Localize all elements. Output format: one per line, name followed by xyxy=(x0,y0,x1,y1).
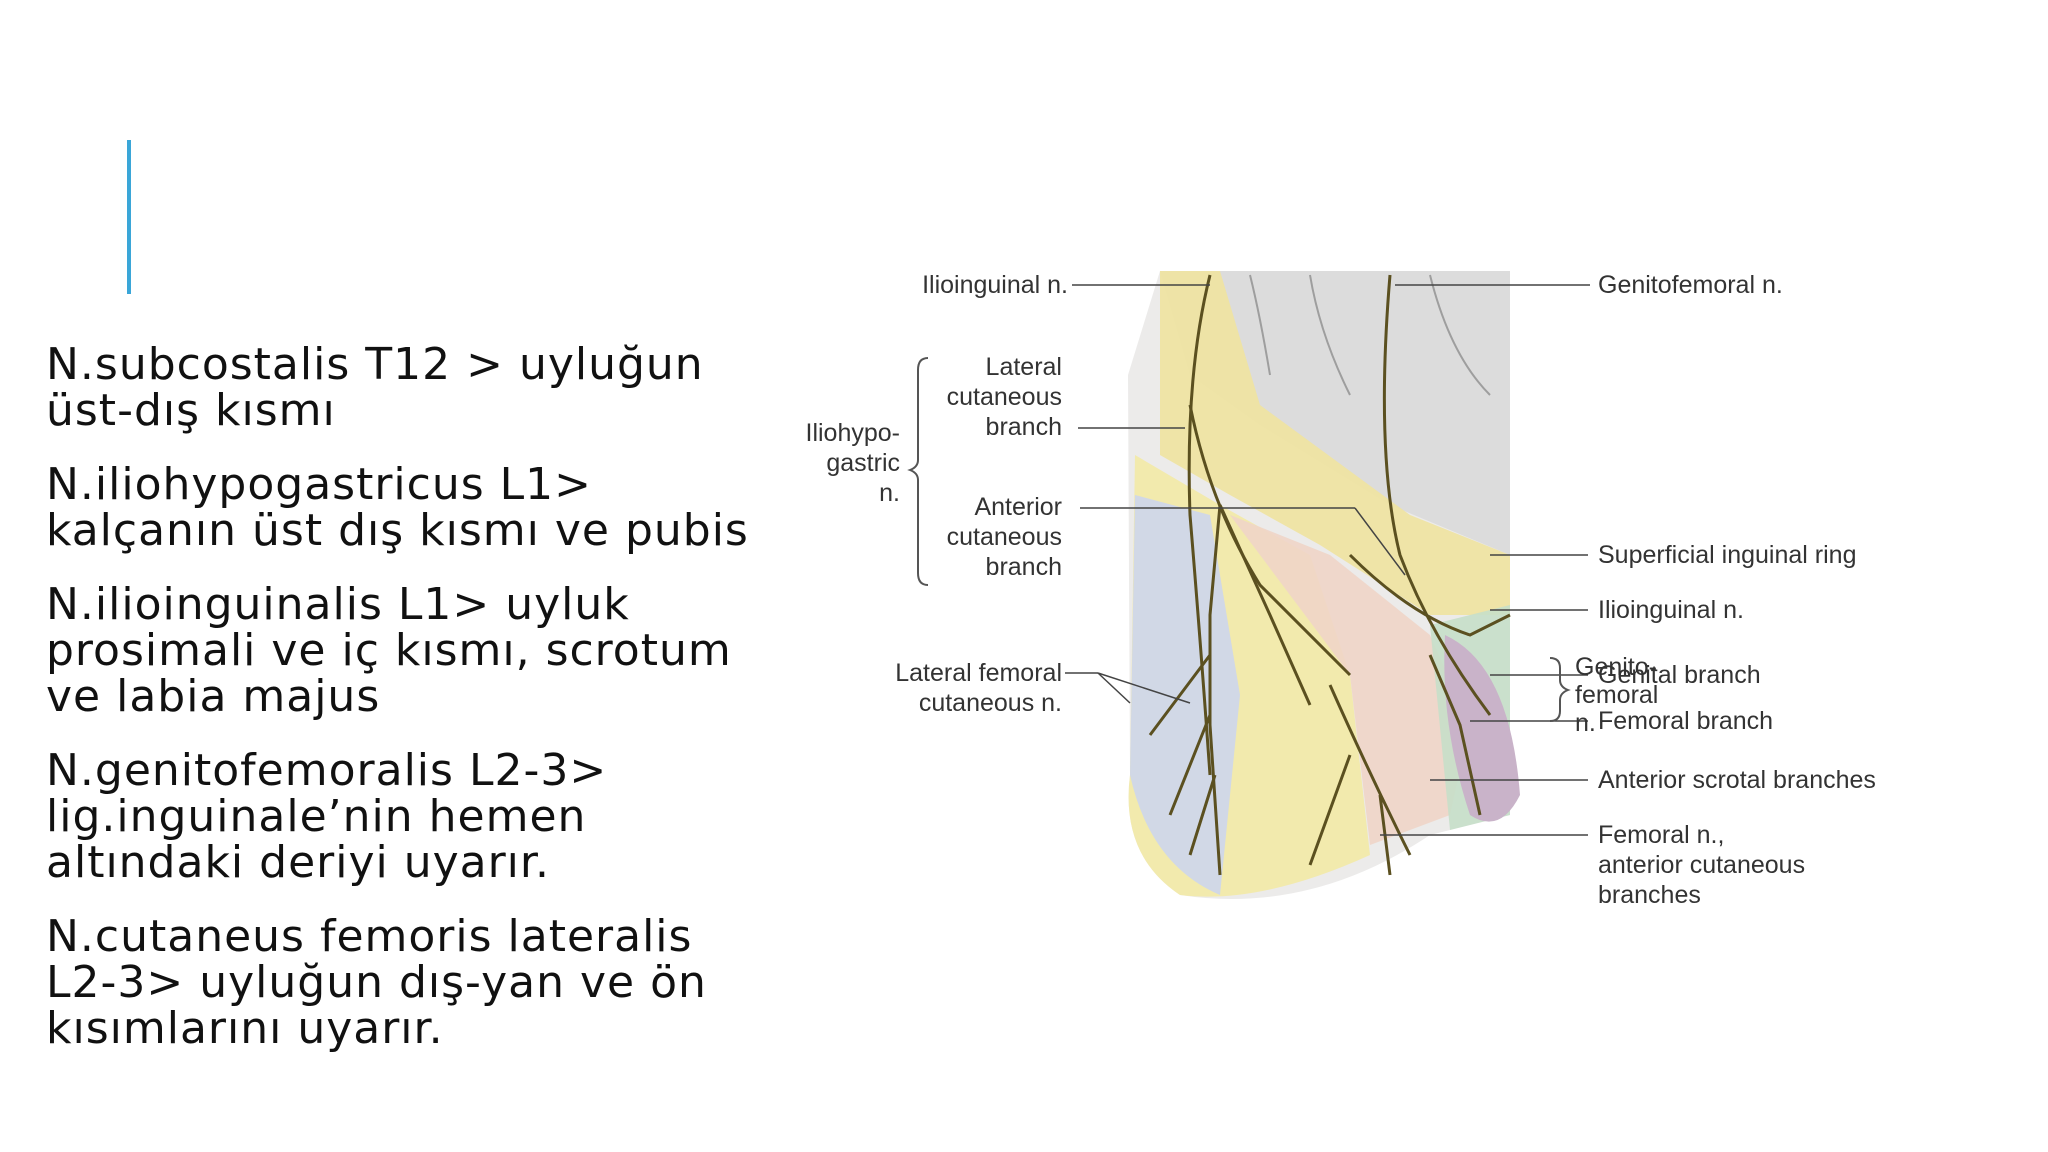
nerve-illustration: Ilioinguinal n. Genitofemoral n. Lateral… xyxy=(806,271,1876,909)
bullet-ilioinguinalis: N.ilioinguinalis L1> uyluk prosimali ve … xyxy=(46,582,766,720)
label-genitofemoral-group-1: Genito- xyxy=(1575,653,1657,681)
bullet-line: ve labia majus xyxy=(46,671,381,722)
label-ilioinguinal-top: Ilioinguinal n. xyxy=(922,271,1068,299)
bullet-list: N.subcostalis T12 > uyluğun üst-dış kısm… xyxy=(46,342,766,1080)
bullet-line: N.genitofemoralis L2-3> xyxy=(46,745,608,796)
bullet-line: N.ilioinguinalis L1> uyluk xyxy=(46,579,630,630)
bullet-line: prosimali ve iç kısmı, scrotum xyxy=(46,625,732,676)
label-lateral-cutaneous-1: Lateral xyxy=(986,353,1062,381)
label-superficial-inguinal-ring: Superficial inguinal ring xyxy=(1598,541,1856,569)
label-lateral-cutaneous-3: branch xyxy=(986,413,1062,441)
label-anterior-cutaneous-3: branch xyxy=(986,553,1062,581)
leader-lines xyxy=(1065,284,1590,836)
label-femoral-anterior-3: branches xyxy=(1598,881,1701,909)
label-anterior-cutaneous-1: Anterior xyxy=(974,493,1062,521)
bullet-line: N.subcostalis T12 > uyluğun xyxy=(46,339,704,390)
label-iliohypogastric-2: gastric xyxy=(826,449,900,477)
bullet-line: lig.inguinale’nin hemen xyxy=(46,791,587,842)
label-iliohypogastric-1: Iliohypo- xyxy=(806,419,901,447)
label-femoral-anterior-1: Femoral n., xyxy=(1598,821,1724,849)
label-femoral-anterior-2: anterior cutaneous xyxy=(1598,851,1805,879)
accent-bar xyxy=(127,140,131,294)
label-iliohypogastric-3: n. xyxy=(879,479,900,507)
bullet-line: N.cutaneus femoris lateralis xyxy=(46,911,693,962)
bullet-genitofemoralis: N.genitofemoralis L2-3> lig.inguinale’ni… xyxy=(46,748,766,886)
thigh-drawing xyxy=(1128,271,1520,899)
label-genitofemoral-group-2: femoral xyxy=(1575,681,1658,709)
bullet-line: altındaki deriyi uyarır. xyxy=(46,837,550,888)
label-anterior-scrotal: Anterior scrotal branches xyxy=(1598,766,1876,794)
label-lateral-cutaneous-2: cutaneous xyxy=(947,383,1062,411)
bullet-subcostalis: N.subcostalis T12 > uyluğun üst-dış kısm… xyxy=(46,342,766,434)
bullet-line: kalçanın üst dış kısmı ve pubis xyxy=(46,505,749,556)
bullet-line: üst-dış kısmı xyxy=(46,385,336,436)
label-anterior-cutaneous-2: cutaneous xyxy=(947,523,1062,551)
iliohypogastric-brace xyxy=(907,357,929,586)
bullet-line: L2-3> uyluğun dış-yan ve ön xyxy=(46,957,707,1008)
label-genitofemoral: Genitofemoral n. xyxy=(1598,271,1783,299)
bullet-cutaneus-femoris: N.cutaneus femoris lateralis L2-3> uyluğ… xyxy=(46,914,766,1052)
label-lateral-femoral-2: cutaneous n. xyxy=(919,689,1062,717)
label-genitofemoral-group-3: n. xyxy=(1575,709,1596,737)
bullet-line: N.iliohypogastricus L1> xyxy=(46,459,593,510)
label-femoral-branch: Femoral branch xyxy=(1598,707,1773,735)
bullet-line: kısımlarını uyarır. xyxy=(46,1003,444,1054)
label-ilioinguinal-right: Ilioinguinal n. xyxy=(1598,596,1744,624)
label-genital-branch: Genital branch xyxy=(1598,661,1761,689)
anatomy-figure: Ilioinguinal n. Genitofemoral n. Lateral… xyxy=(790,255,1910,935)
genitofemoral-brace xyxy=(1549,657,1571,722)
label-lateral-femoral-1: Lateral femoral xyxy=(895,659,1062,687)
bullet-iliohypogastricus: N.iliohypogastricus L1> kalçanın üst dış… xyxy=(46,462,766,554)
